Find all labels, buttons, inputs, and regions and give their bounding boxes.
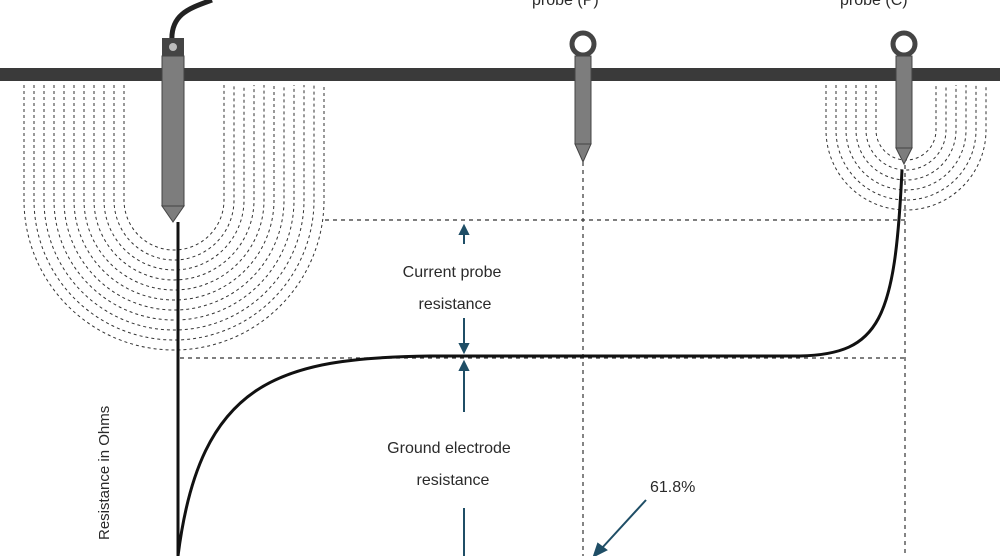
current-probe-resistance-label-line2: resistance [419, 296, 492, 313]
percent-marker-label: 61.8% [650, 479, 695, 496]
potential-probe [569, 30, 597, 164]
current-probe-resistance-arrow [458, 223, 470, 355]
ground-surface [0, 68, 1000, 81]
electrode-cable [169, 0, 213, 43]
ground-electrode-resistance-label-line1: Ground electrode [387, 440, 511, 457]
ground-electrode-resistance-label-line2: resistance [417, 472, 490, 489]
resistance-curve [176, 169, 904, 556]
potential-probe-caption: probe (P) [532, 0, 599, 9]
ground-electrode [161, 38, 185, 223]
current-probe [890, 30, 918, 166]
current-probe-resistance-label-line1: Current probe [403, 264, 502, 281]
current-probe-caption: probe (C) [840, 0, 908, 9]
y-axis-label: Resistance in Ohms [96, 406, 113, 540]
ground-electrode-field-lines [23, 85, 325, 351]
ground-electrode-resistance-arrow [458, 359, 470, 556]
percent-marker-arrow [592, 499, 647, 556]
